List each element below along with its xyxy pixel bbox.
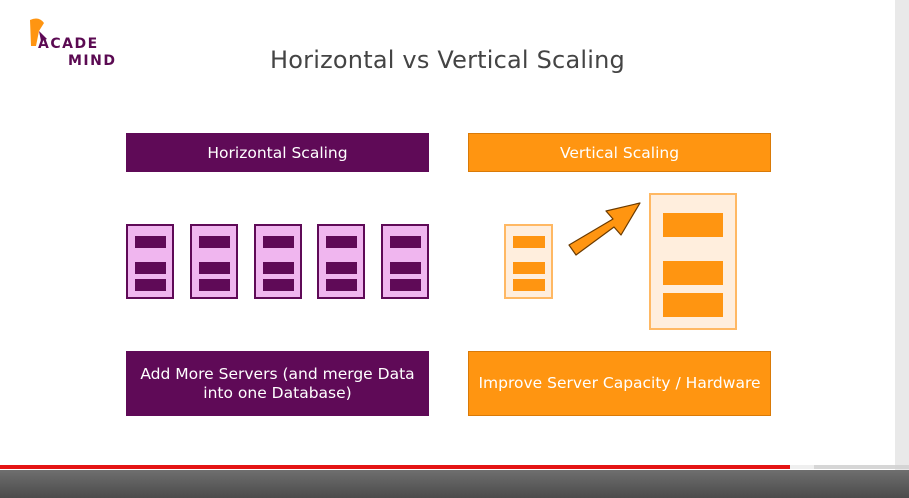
server-icon [254,224,302,299]
small-server-icon [504,224,553,299]
slide-title: Horizontal vs Vertical Scaling [270,46,625,74]
server-icon [317,224,365,299]
logo-text-line2: MIND [68,53,117,69]
logo-text-line1: ACADE [38,36,99,52]
academind-logo: ACADE MIND [27,17,127,69]
played-progress [0,465,790,469]
upgrade-arrow-icon [568,202,641,256]
large-server-icon [649,193,737,330]
horizontal-scaling-description: Add More Servers (and merge Data into on… [126,351,429,416]
buffered-progress [789,465,814,469]
server-icon [190,224,238,299]
player-control-bar[interactable] [0,470,909,498]
slide: ACADE MIND Horizontal vs Vertical Scalin… [27,17,771,416]
server-icon [126,224,174,299]
video-progress-bar[interactable] [0,465,909,469]
vertical-scaling-description: Improve Server Capacity / Hardware [468,351,771,416]
horizontal-scaling-header: Horizontal Scaling [126,133,429,172]
side-strip [895,0,909,470]
server-icon [381,224,429,299]
logo-mark-icon [30,18,47,46]
vertical-scaling-header: Vertical Scaling [468,133,771,172]
